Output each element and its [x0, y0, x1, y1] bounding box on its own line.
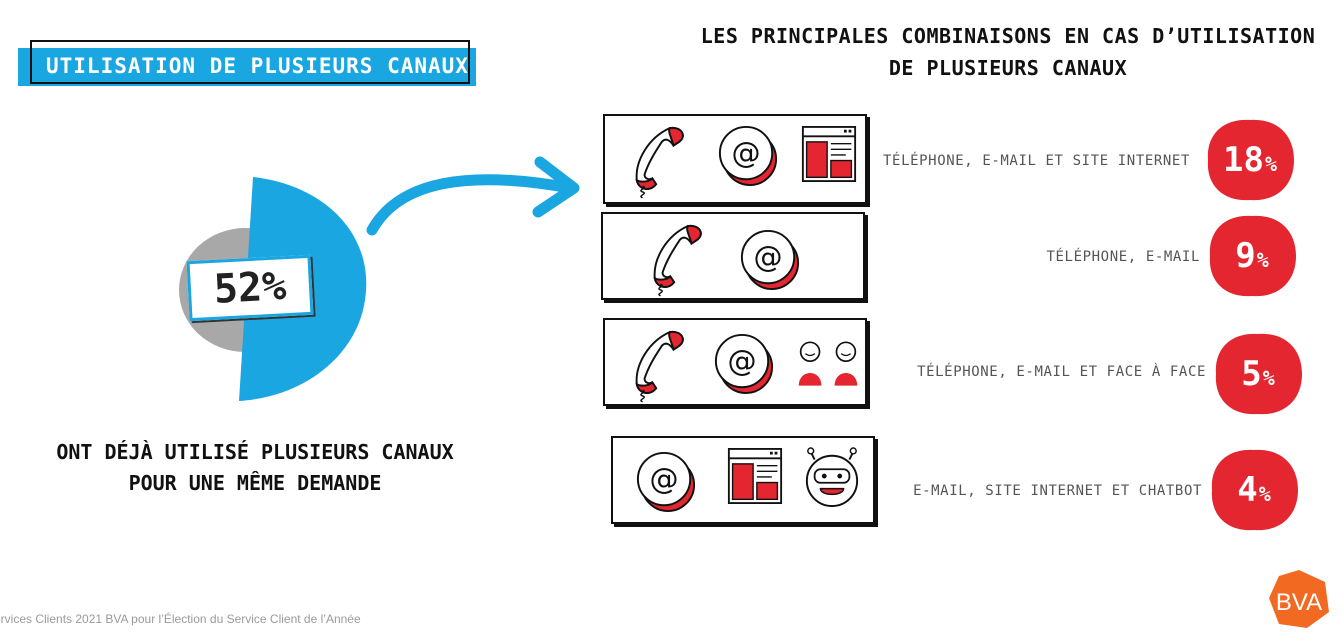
percent-badge-1: 18% [1204, 118, 1296, 202]
email-icon [739, 228, 801, 290]
website-icon [727, 446, 783, 506]
percent-unit-1: % [1264, 152, 1277, 176]
title-badge-fill [18, 48, 476, 86]
pie-caption: ONT DÉJÀ UTILISÉ PLUSIEURS CANAUX POUR U… [20, 437, 490, 499]
combination-box-1 [603, 114, 867, 204]
website-icon [801, 124, 857, 184]
combination-box-4 [611, 436, 875, 524]
phone-icon [631, 326, 689, 404]
combination-label-3: TÉLÉPHONE, E-MAIL ET FACE À FACE [917, 364, 1206, 380]
email-icon [717, 124, 779, 186]
pie-caption-line-1: ONT DÉJÀ UTILISÉ PLUSIEURS CANAUX [56, 440, 454, 464]
combination-label-4: E-MAIL, SITE INTERNET ET CHATBOT [913, 483, 1202, 499]
percent-badge-4: 4% [1208, 448, 1300, 532]
percent-unit-4: % [1258, 482, 1271, 506]
email-icon [713, 332, 775, 394]
combinations-title-line-2: DE PLUSIEURS CANAUX [888, 56, 1128, 80]
percent-value-3: 5 [1241, 354, 1262, 394]
pie-caption-line-2: POUR UNE MÊME DEMANDE [128, 471, 382, 495]
title-badge-frame [30, 40, 470, 84]
combination-box-3 [603, 318, 867, 406]
section-title: UTILISATION DE PLUSIEURS CANAUX [46, 54, 469, 78]
combination-label-1: TÉLÉPHONE, E-MAIL ET SITE INTERNET [883, 153, 1190, 169]
percent-badge-3: 5% [1212, 332, 1304, 416]
arrow-icon [366, 156, 580, 236]
percent-value-2: 9 [1235, 236, 1256, 276]
percent-value-4: 4 [1237, 470, 1258, 510]
chatbot-icon [803, 446, 861, 508]
email-icon [635, 450, 697, 512]
footer-source: ervices Clients 2021 BVA pour l’Élection… [0, 612, 361, 626]
percent-value-1: 18 [1223, 140, 1264, 180]
percent-unit-3: % [1262, 366, 1275, 390]
bva-logo: BVA [1265, 568, 1333, 630]
combinations-title-line-1: LES PRINCIPALES COMBINAISONS EN CAS D’UT… [700, 24, 1316, 48]
combination-label-2: TÉLÉPHONE, E-MAIL [1046, 249, 1200, 265]
combinations-title: LES PRINCIPALES COMBINAISONS EN CAS D’UT… [668, 20, 1343, 84]
section-title-badge: UTILISATION DE PLUSIEURS CANAUX [18, 40, 476, 86]
pie-percent-label: 52% [186, 254, 314, 322]
bva-logo-text: BVA [1276, 589, 1322, 616]
percent-badge-2: 9% [1206, 214, 1298, 298]
percent-unit-2: % [1256, 248, 1269, 272]
phone-icon [649, 220, 707, 298]
phone-icon [631, 122, 689, 200]
combination-box-2 [601, 212, 865, 300]
face-to-face-icon [795, 340, 861, 388]
